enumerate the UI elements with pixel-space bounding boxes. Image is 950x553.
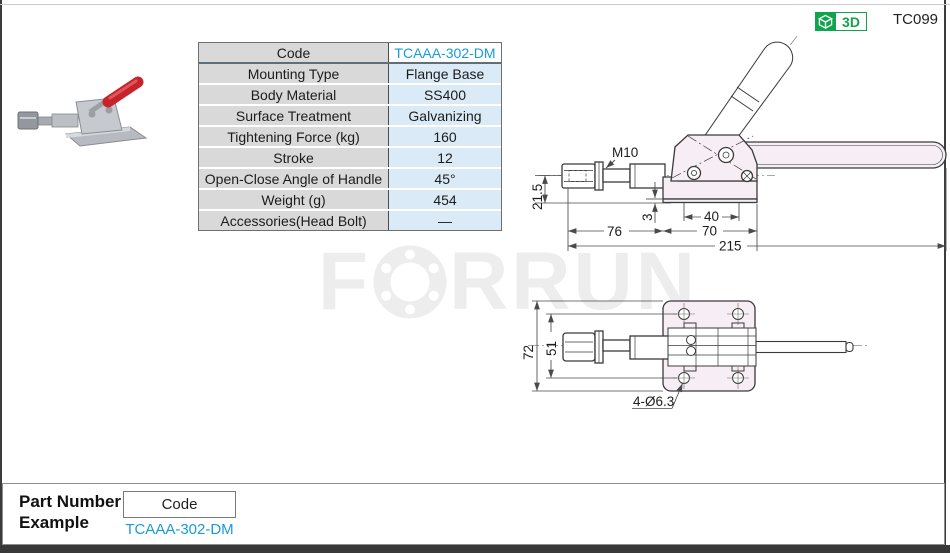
spec-label: Body Material xyxy=(199,85,388,104)
top-view-drawing: 72 51 4-Ø6.3 xyxy=(520,280,950,435)
toggle-clamp-photo xyxy=(17,76,148,147)
table-row: Body Material SS400 xyxy=(199,85,501,104)
spec-value: 160 xyxy=(388,127,501,146)
spec-label: Weight (g) xyxy=(199,190,388,209)
spec-value: 12 xyxy=(388,148,501,167)
spec-label: Surface Treatment xyxy=(199,106,388,125)
table-row: Mounting Type Flange Base xyxy=(199,64,501,83)
dim-spindle-length: 76 xyxy=(607,224,622,239)
page-footer-bar xyxy=(0,545,950,553)
spec-label: Tightening Force (kg) xyxy=(199,127,388,146)
table-row: Accessories(Head Bolt) — xyxy=(199,211,501,230)
title-line2: Example xyxy=(19,513,89,532)
catalog-code: TC099 xyxy=(893,11,939,28)
title-line1: Part Number xyxy=(19,492,122,511)
dim-center-height: 21.5 xyxy=(530,184,545,210)
product-photo xyxy=(14,72,154,162)
page-border-left xyxy=(0,0,2,553)
spec-value: — xyxy=(388,211,501,230)
spec-value: 45° xyxy=(388,169,501,188)
table-row: Surface Treatment Galvanizing xyxy=(199,106,501,125)
dim-overall-length: 215 xyxy=(719,239,742,254)
table-row: Code TCAAA-302-DM xyxy=(199,43,501,64)
cube-3d-icon xyxy=(815,12,836,31)
spec-value: SS400 xyxy=(388,85,501,104)
watermark-part1: F xyxy=(318,236,372,327)
spec-value-code: TCAAA-302-DM xyxy=(388,43,501,62)
dim-hole-row-pitch: 51 xyxy=(544,341,559,356)
watermark-part2: RRUN xyxy=(449,236,698,327)
bearing-icon xyxy=(373,245,447,319)
spec-value: Flange Base xyxy=(388,64,501,83)
page-border-right xyxy=(944,0,946,553)
spec-label: Accessories(Head Bolt) xyxy=(199,211,388,230)
side-view-drawing: M10 21.5 76 3 40 70 215 xyxy=(525,30,950,265)
table-row: Weight (g) 454 xyxy=(199,190,501,209)
spec-label: Mounting Type xyxy=(199,64,388,83)
dim-base-length: 70 xyxy=(702,224,717,239)
table-row: Tightening Force (kg) 160 xyxy=(199,127,501,146)
spec-value: Galvanizing xyxy=(388,106,501,125)
dim-flange-thickness: 3 xyxy=(640,213,655,221)
watermark: F RRUN xyxy=(318,236,698,327)
spec-label: Code xyxy=(199,43,388,62)
dim-hole-pitch: 40 xyxy=(704,209,719,224)
page-border-top xyxy=(0,4,950,5)
dim-holes: 4-Ø6.3 xyxy=(633,394,674,409)
dim-plate-width: 72 xyxy=(521,345,536,360)
example-code: TCAAA-302-DM xyxy=(125,521,234,538)
badge-3d-label: 3D xyxy=(836,12,867,31)
spec-label: Open-Close Angle of Handle xyxy=(199,169,388,188)
dim-thread: M10 xyxy=(612,145,638,160)
part-number-example-section: Part Number Example Code TCAAA-302-DM xyxy=(2,483,945,545)
table-row: Stroke 12 xyxy=(199,148,501,167)
spec-label: Stroke xyxy=(199,148,388,167)
code-header-box: Code xyxy=(123,491,236,518)
table-row: Open-Close Angle of Handle 45° xyxy=(199,169,501,188)
badge-3d[interactable]: 3D xyxy=(815,12,867,31)
part-number-example-title: Part Number Example xyxy=(19,491,121,533)
spec-table: Code TCAAA-302-DM Mounting Type Flange B… xyxy=(198,42,502,231)
spec-value: 454 xyxy=(388,190,501,209)
